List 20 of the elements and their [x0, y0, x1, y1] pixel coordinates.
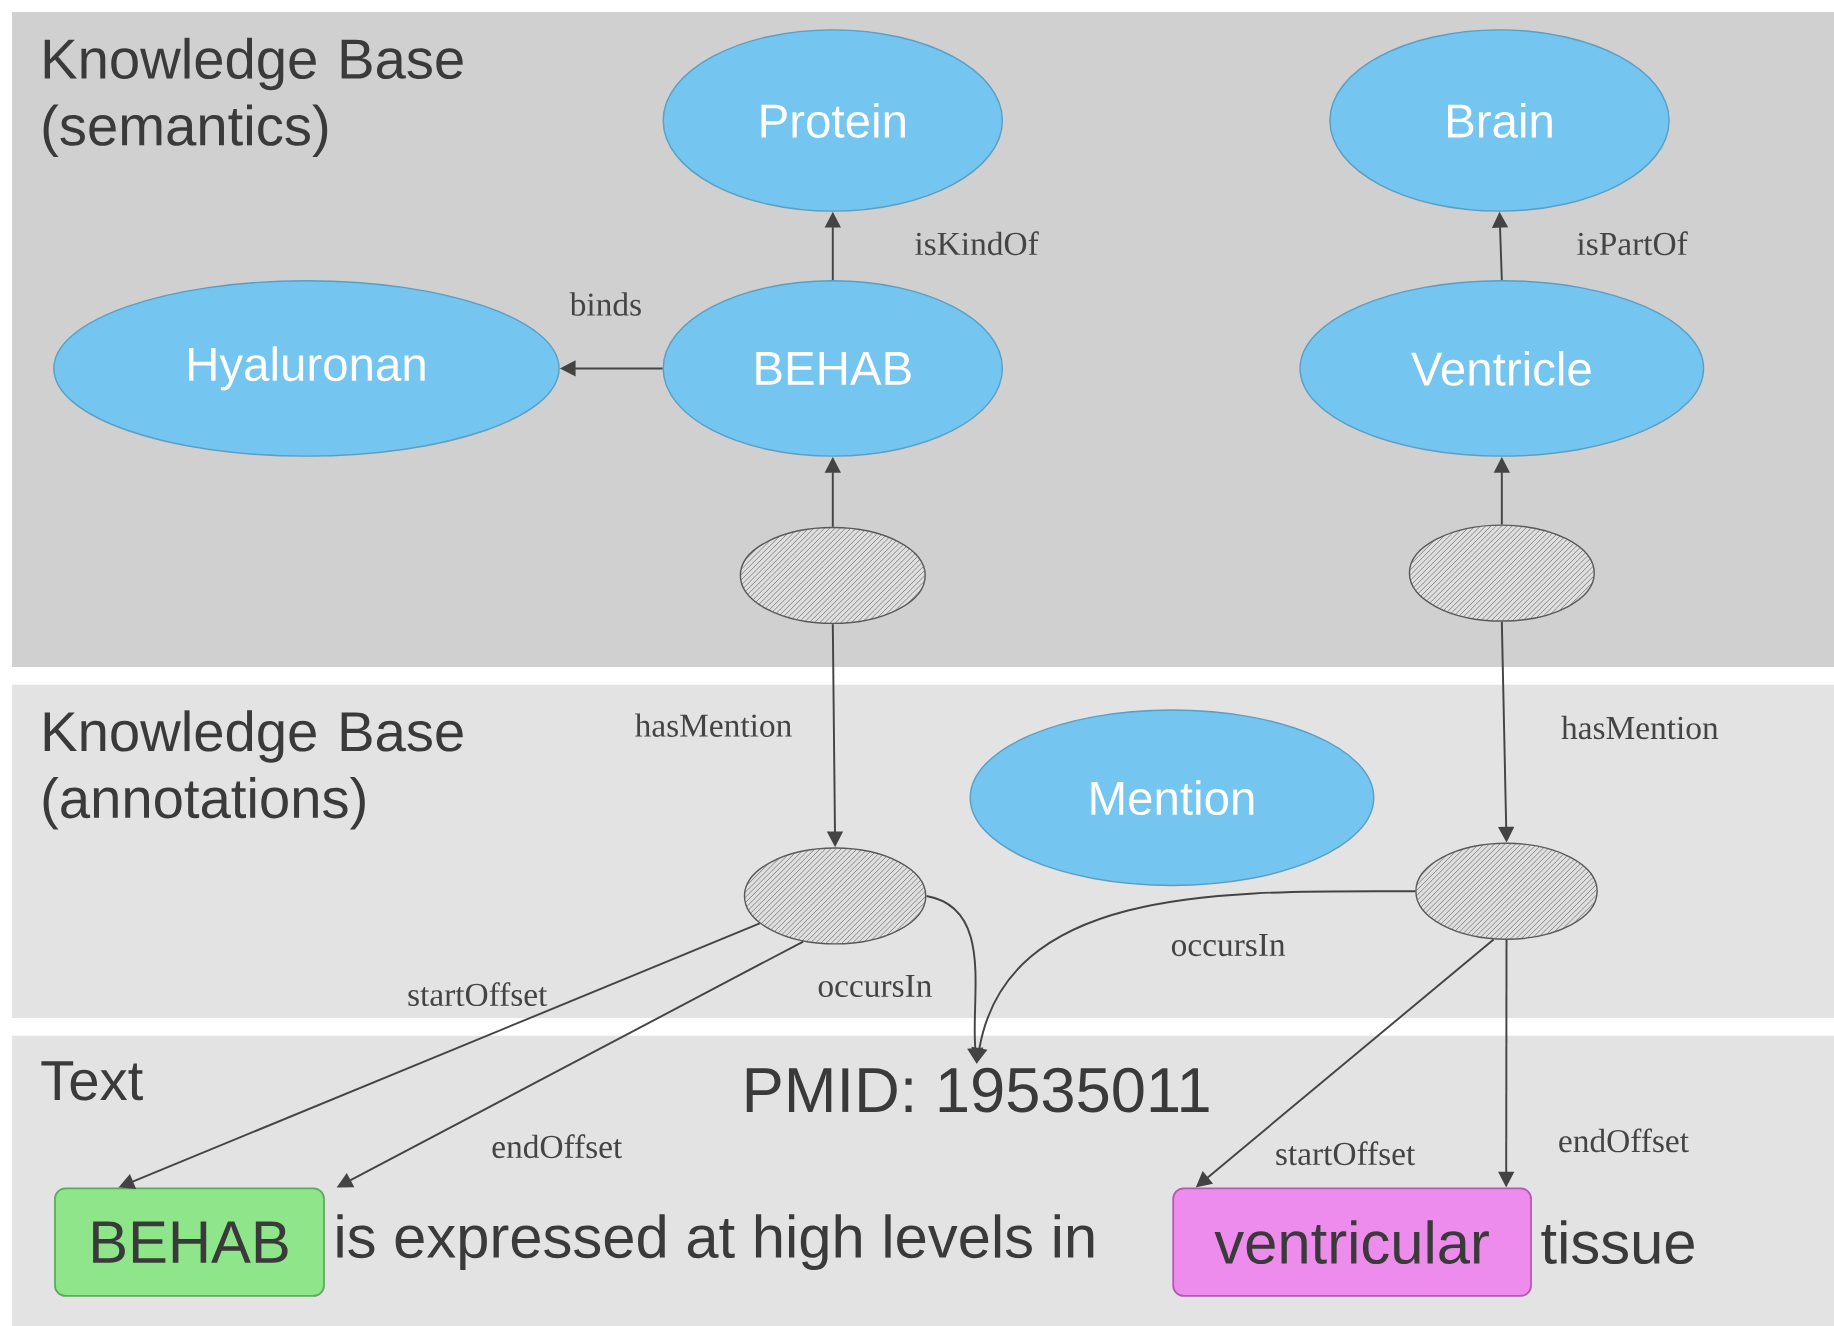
document-id: PMID: 19535011 — [746, 1067, 1209, 1113]
edge-label: hasMention — [1561, 715, 1719, 740]
edge-label: isPartOf — [1577, 231, 1688, 256]
highlight-box: ventricular — [1172, 1187, 1532, 1297]
sentence-text: is expressed at high levels in — [337, 1214, 1094, 1270]
edge-label: occursIn — [818, 974, 932, 997]
hatched-ellipse — [1408, 524, 1595, 622]
edge-label: endOffset — [1559, 1128, 1689, 1153]
hatched-ellipse — [743, 847, 927, 945]
highlight-box: BEHAB — [54, 1187, 325, 1297]
hatched-ellipse — [739, 526, 926, 624]
edge-label: startOffset — [1276, 1141, 1416, 1165]
hatched-ellipse — [1415, 842, 1598, 940]
edge-label: isKindOf — [915, 231, 1039, 256]
edge-label: hasMention — [635, 713, 792, 737]
edge-label: endOffset — [492, 1134, 623, 1158]
edge-label: binds — [569, 292, 641, 316]
sentence-text: tissue — [1541, 1220, 1694, 1264]
edge-label: startOffset — [408, 982, 548, 1006]
edge-label: occursIn — [1171, 933, 1286, 956]
